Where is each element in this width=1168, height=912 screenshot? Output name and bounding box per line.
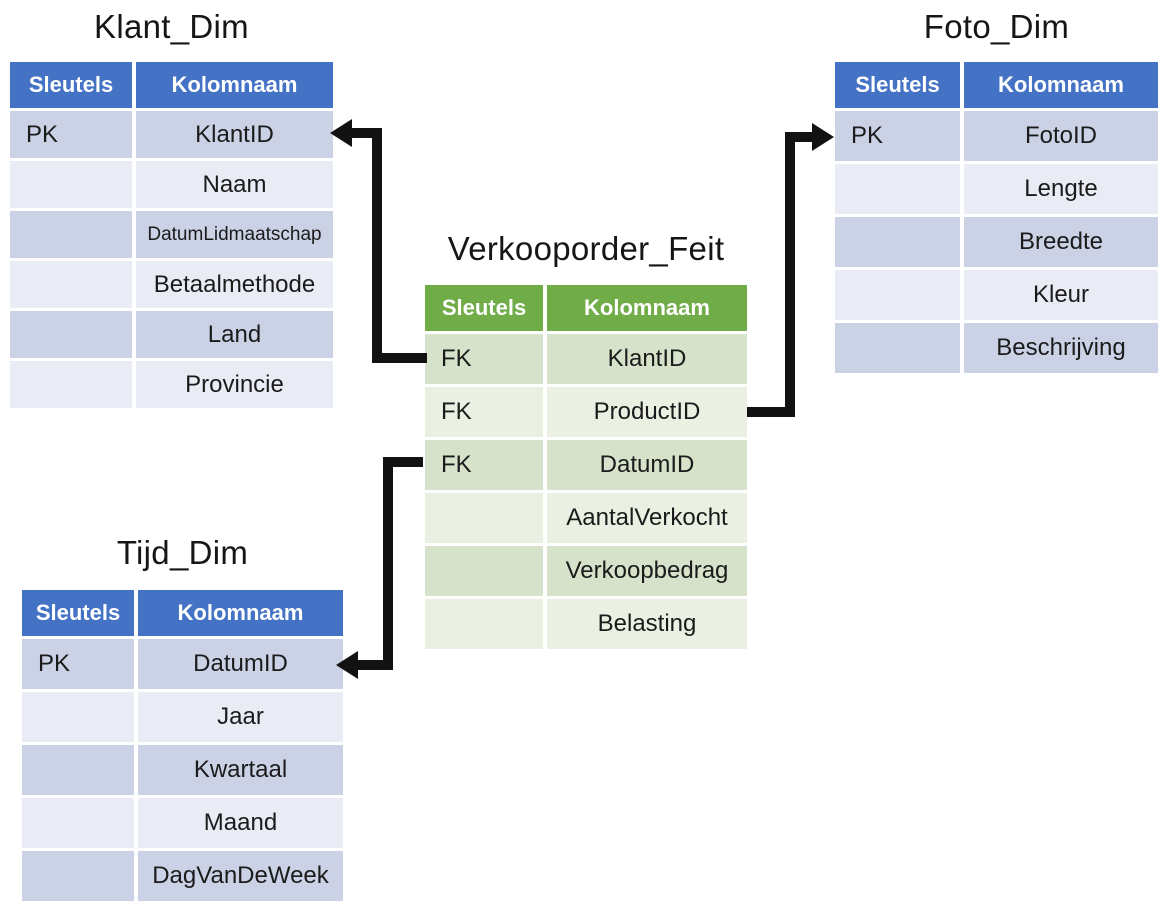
key-cell: PK bbox=[835, 111, 960, 161]
relationship-arrow-datumid bbox=[336, 457, 423, 679]
column-cell: Land bbox=[136, 311, 333, 358]
column-cell: Provincie bbox=[136, 361, 333, 408]
key-cell: PK bbox=[10, 111, 132, 158]
name-column-header: Kolomnaam bbox=[964, 62, 1158, 108]
key-cell bbox=[22, 798, 134, 848]
key-cell: PK bbox=[22, 639, 134, 689]
key-cell bbox=[10, 361, 132, 408]
column-cell: DagVanDeWeek bbox=[138, 851, 343, 901]
column-cell: DatumLidmaatschap bbox=[136, 211, 333, 258]
keys-column-header: Sleutels bbox=[425, 285, 543, 331]
key-cell bbox=[425, 599, 543, 649]
column-cell: AantalVerkocht bbox=[547, 493, 747, 543]
arrowhead-left-icon bbox=[336, 651, 358, 679]
column-cell: Betaalmethode bbox=[136, 261, 333, 308]
column-cell: DatumID bbox=[138, 639, 343, 689]
key-cell bbox=[835, 270, 960, 320]
column-cell: KlantID bbox=[136, 111, 333, 158]
column-cell: Maand bbox=[138, 798, 343, 848]
key-cell bbox=[22, 745, 134, 795]
keys-column-header: Sleutels bbox=[835, 62, 960, 108]
name-column-header: Kolomnaam bbox=[547, 285, 747, 331]
keys-column-header: Sleutels bbox=[10, 62, 132, 108]
key-cell bbox=[10, 211, 132, 258]
key-cell bbox=[835, 164, 960, 214]
column-cell: DatumID bbox=[547, 440, 747, 490]
entity-table-klant-dim: Sleutels Kolomnaam PK KlantID Naam Datum… bbox=[10, 62, 333, 408]
key-cell bbox=[835, 217, 960, 267]
column-cell: Belasting bbox=[547, 599, 747, 649]
key-cell bbox=[10, 261, 132, 308]
table-title-tijd-dim: Tijd_Dim bbox=[116, 534, 249, 571]
column-cell: Kleur bbox=[964, 270, 1158, 320]
name-column-header: Kolomnaam bbox=[138, 590, 343, 636]
column-cell: Kwartaal bbox=[138, 745, 343, 795]
key-cell bbox=[425, 493, 543, 543]
relationship-arrow-productid bbox=[747, 123, 834, 417]
key-cell bbox=[10, 161, 132, 208]
key-cell bbox=[835, 323, 960, 373]
table-title-foto-dim: Foto_Dim bbox=[923, 8, 1070, 45]
arrowhead-right-icon bbox=[812, 123, 834, 151]
key-cell: FK bbox=[425, 387, 543, 437]
key-cell bbox=[10, 311, 132, 358]
entity-table-tijd-dim: Sleutels Kolomnaam PK DatumID Jaar Kwart… bbox=[22, 590, 343, 901]
key-cell bbox=[425, 546, 543, 596]
key-cell bbox=[22, 851, 134, 901]
name-column-header: Kolomnaam bbox=[136, 62, 333, 108]
column-cell: Jaar bbox=[138, 692, 343, 742]
key-cell: FK bbox=[425, 440, 543, 490]
relationship-arrow-klantid bbox=[330, 119, 427, 363]
entity-table-foto-dim: Sleutels Kolomnaam PK FotoID Lengte Bree… bbox=[835, 62, 1158, 373]
table-title-verkooporder-feit: Verkooporder_Feit bbox=[447, 230, 725, 267]
table-title-klant-dim: Klant_Dim bbox=[94, 8, 249, 45]
column-cell: Verkoopbedrag bbox=[547, 546, 747, 596]
key-cell: FK bbox=[425, 334, 543, 384]
key-cell bbox=[22, 692, 134, 742]
entity-table-verkooporder-feit: Sleutels Kolomnaam FK KlantID FK Product… bbox=[425, 285, 747, 649]
column-cell: Breedte bbox=[964, 217, 1158, 267]
column-cell: Lengte bbox=[964, 164, 1158, 214]
column-cell: KlantID bbox=[547, 334, 747, 384]
keys-column-header: Sleutels bbox=[22, 590, 134, 636]
arrowhead-left-icon bbox=[330, 119, 352, 147]
column-cell: FotoID bbox=[964, 111, 1158, 161]
column-cell: ProductID bbox=[547, 387, 747, 437]
column-cell: Naam bbox=[136, 161, 333, 208]
column-cell: Beschrijving bbox=[964, 323, 1158, 373]
